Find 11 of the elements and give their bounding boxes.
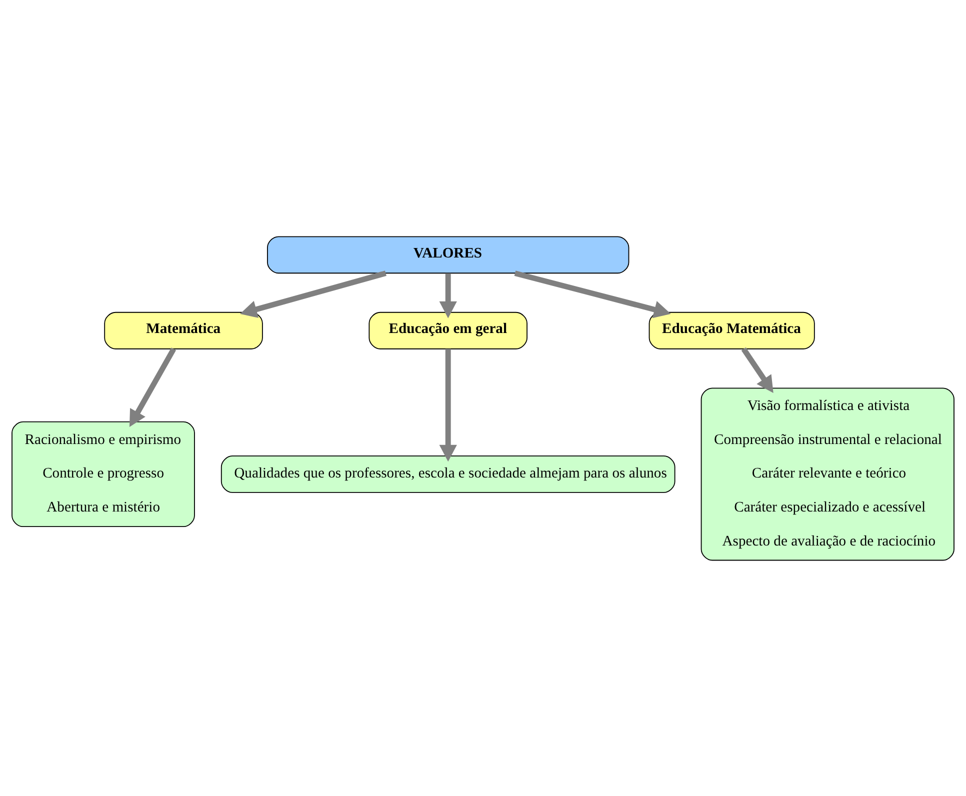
node-box: Matemática bbox=[104, 311, 263, 349]
node-box: Visão formalística e ativista Compreensão instrumental e relacional Caráter relevante e teórico Caráter especializado e acessível Aspecto de avaliação e de raciocínio bbox=[700, 387, 954, 560]
arrow bbox=[741, 346, 774, 392]
arrow bbox=[129, 347, 176, 427]
node-box: Educação Matemática bbox=[648, 311, 815, 349]
node-box: Qualidades que os professores, escola e sociedade almejam para os alunos bbox=[220, 455, 676, 492]
arrow bbox=[439, 348, 457, 462]
node-box: VALORES bbox=[267, 236, 630, 274]
node-box: Educação em geral bbox=[368, 311, 528, 349]
node-box: Racionalismo e empirismo Controle e progresso Abertura e mistério bbox=[12, 420, 195, 527]
arrow bbox=[439, 272, 457, 318]
